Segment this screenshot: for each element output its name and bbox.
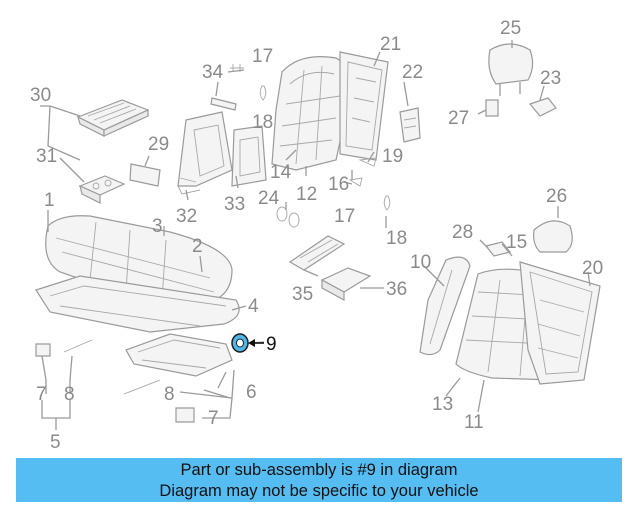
part-10-side-bolster [419,256,471,356]
callout-20: 20 [582,258,603,279]
info-banner: Part or sub-assembly is #9 in diagram Di… [16,458,622,502]
callout-27: 27 [448,108,469,129]
part-23-sleeve [528,97,557,117]
part-7-clip-right [175,407,195,423]
part-27-guide [485,99,499,117]
callout-13: 13 [432,394,453,415]
part-1-seat-cushion [45,215,233,307]
callout-32: 32 [176,206,197,227]
callout-25: 25 [500,18,521,39]
part-16-clip [348,177,363,187]
callout-28: 28 [452,222,473,243]
part-21-backrest-frame [339,51,389,161]
callout-26: 26 [546,186,567,207]
part-19-clip [358,157,377,167]
callout-8-right: 8 [164,384,175,405]
part-9-highlighted [231,333,249,353]
callout-23: 23 [540,68,561,89]
callout-33: 33 [224,194,245,215]
part-6-lower-frame [125,333,233,377]
part-26-headrest [533,220,573,253]
callout-2: 2 [192,236,203,257]
callout-15: 15 [506,232,527,253]
callout-10: 10 [410,252,431,273]
callout-16: 16 [328,174,349,195]
part-8-rod [123,379,161,395]
callout-22: 22 [402,62,423,83]
callout-31: 31 [36,146,57,167]
callout-35: 35 [292,284,313,305]
part-9-arrow [248,339,264,347]
part-33-backrest-frame [231,125,267,187]
leader-lines [40,40,591,430]
callout-24: 24 [258,188,280,209]
callout-29: 29 [148,134,169,155]
callout-6: 6 [246,382,257,403]
callout-34: 34 [202,62,224,83]
callout-14: 14 [270,162,292,183]
callout-11: 11 [464,412,484,433]
part-20-backrest-frame [519,261,601,385]
callout-17-mid: 17 [334,206,355,227]
callout-1: 1 [44,190,55,211]
callout-3: 3 [152,216,163,237]
callout-21: 21 [380,34,401,55]
part-22-headrest-guide [399,107,421,143]
callout-7-left: 7 [36,384,47,405]
callout-7-right: 7 [208,408,219,429]
part-25-headrest [488,43,534,96]
callout-30: 30 [30,85,51,106]
part-30-armrest-pad [76,99,150,137]
callout-4: 4 [248,296,259,317]
part-4-seat-pan [35,275,240,333]
part-31-bracket [78,175,126,204]
callout-9: 9 [266,334,277,355]
callout-labels: 30 31 29 34 17 18 32 33 14 12 21 22 19 1… [30,18,603,453]
part-36-module [320,267,372,302]
part-32-backrest-frame [177,111,233,195]
part-29-pad [129,163,161,187]
part-35-adjuster [288,235,346,271]
callout-36: 36 [386,279,407,300]
part-8-rod-left [63,339,93,353]
callout-5: 5 [50,432,61,453]
banner-background [16,458,622,502]
callout-17-top: 17 [252,46,273,67]
callout-19: 19 [382,146,403,167]
callout-12: 12 [296,184,317,205]
part-34-clip [210,97,237,111]
part-18-hook-top [259,85,267,101]
part-7-clip-left [35,343,51,357]
banner-line-2: Diagram may not be specific to your vehi… [159,482,479,500]
banner-line-1: Part or sub-assembly is #9 in diagram [180,461,458,479]
part-12-backrest-cushion [271,56,351,171]
part-18-hook-middle [383,195,391,211]
callout-8-left: 8 [64,384,75,405]
callout-18-mid: 18 [386,228,407,249]
callout-18-top: 18 [252,112,273,133]
part-24-clips [276,206,300,228]
